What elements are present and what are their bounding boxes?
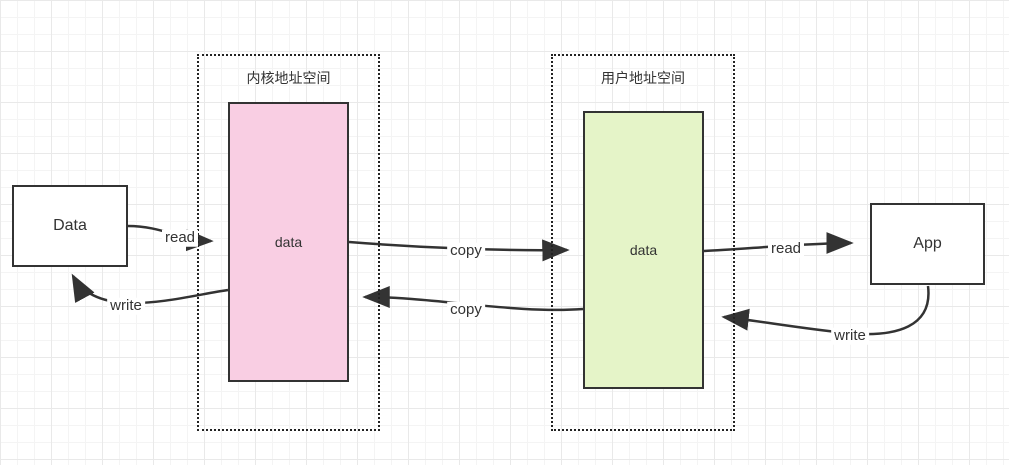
kernel-address-space-container: 内核地址空间 data (197, 54, 380, 431)
user-data-buffer-label: data (629, 242, 658, 258)
app-node-label: App (913, 235, 942, 252)
edge-label-write-right: write (831, 327, 869, 345)
user-data-buffer: data (583, 111, 704, 389)
edge-write-right (721, 285, 930, 336)
edge-label-read-left: read (161, 229, 199, 247)
data-source-node: Data (12, 185, 128, 267)
kernel-data-buffer: data (228, 102, 349, 382)
user-address-space-container: 用户地址空间 data (551, 54, 735, 431)
app-node: App (870, 203, 985, 285)
user-address-space-title: 用户地址空间 (601, 70, 685, 86)
edge-label-read-right: read (767, 240, 805, 258)
kernel-data-buffer-label: data (274, 234, 303, 250)
data-source-label: Data (53, 217, 87, 234)
kernel-address-space-title: 内核地址空间 (246, 70, 331, 86)
edge-label-copy-to-kernel: copy (447, 301, 485, 319)
edge-label-write-left: write (107, 297, 145, 315)
edge-label-copy-to-user: copy (447, 242, 485, 260)
